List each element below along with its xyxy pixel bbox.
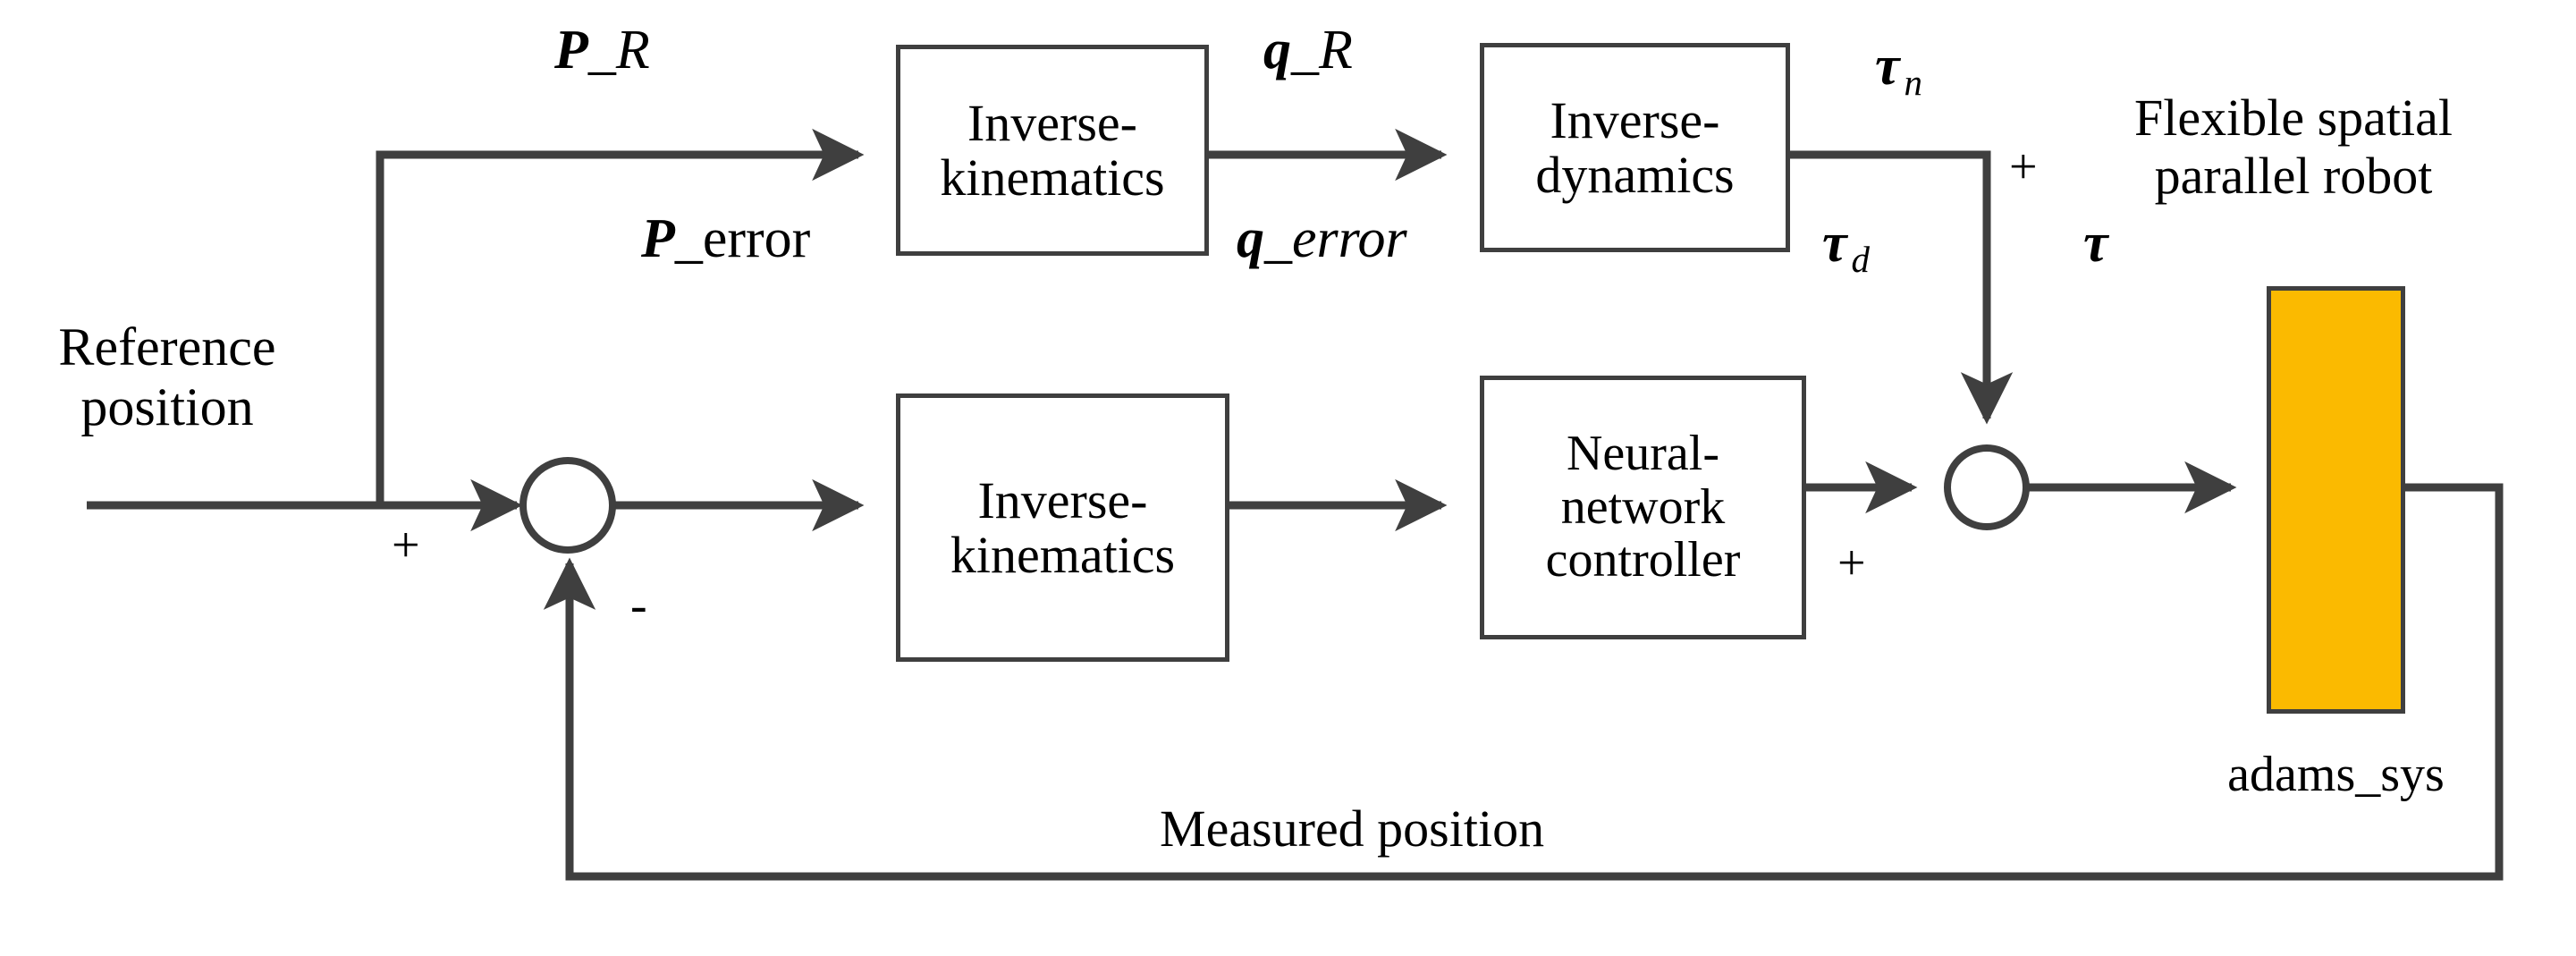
block-label-line1: Neural- [1566, 426, 1719, 482]
signal-symbol: τ [2083, 213, 2108, 274]
signal-symbol: τ [1875, 36, 1900, 97]
block-inverse-kinematics-top[interactable]: Inverse- kinematics [896, 45, 1209, 256]
summing-junction-right [1944, 444, 2030, 530]
signal-symbol: q [1237, 208, 1264, 269]
sign-left-sum-plus: + [392, 518, 420, 573]
wire-inverse-dynamics-to-sum-right [1790, 150, 2014, 425]
block-inverse-kinematics-bottom[interactable]: Inverse- kinematics [896, 393, 1229, 662]
block-label-line2: dynamics [1535, 146, 1735, 204]
sign-left-sum-minus: - [630, 578, 647, 633]
block-label-line3: controller [1545, 532, 1741, 588]
signal-suffix: _error [1264, 208, 1407, 269]
signal-label-q-r: q_R [1263, 20, 1353, 81]
plant-caption-adams-sys: adams_sys [2227, 747, 2445, 802]
signal-symbol: q [1263, 20, 1291, 80]
signal-suffix: _R [1291, 20, 1353, 80]
wire-reference-branch-to-ik-top [376, 128, 865, 505]
signal-subscript: n [1904, 63, 1922, 104]
block-label-line1: Inverse- [1550, 90, 1720, 149]
block-label-line2: network [1560, 478, 1726, 535]
summing-junction-left [519, 457, 616, 554]
signal-label-q-error: q_error [1237, 208, 1407, 270]
signal-subscript: d [1851, 240, 1870, 281]
input-label-line2: position [80, 377, 254, 437]
sign-right-sum-left-plus: + [1837, 536, 1866, 591]
signal-label-p-error: P_error [641, 208, 810, 270]
signal-suffix: _error [674, 208, 811, 269]
plant-title-line1: Flexible spatial [2134, 89, 2453, 147]
block-label-line2: kinematics [950, 526, 1176, 584]
feedback-label-measured-position: Measured position [1160, 799, 1545, 858]
signal-symbol: τ [1822, 213, 1847, 274]
signal-symbol: P [641, 208, 675, 269]
block-label-line2: kinematics [940, 148, 1165, 207]
input-label-reference-position: Reference position [20, 317, 315, 437]
block-inverse-dynamics[interactable]: Inverse- dynamics [1480, 43, 1790, 252]
sign-right-sum-top-plus: + [2009, 140, 2038, 195]
signal-symbol: P [554, 20, 588, 80]
plant-title-line2: parallel robot [2154, 146, 2433, 205]
block-neural-network-controller[interactable]: Neural- network controller [1480, 376, 1806, 639]
block-label-line1: Inverse- [977, 470, 1148, 529]
signal-suffix: _R [587, 20, 650, 80]
input-label-line1: Reference [58, 317, 276, 376]
plant-title: Flexible spatial parallel robot [2016, 89, 2571, 206]
block-label-line1: Inverse- [967, 93, 1137, 152]
plant-adams-sys-block[interactable] [2267, 286, 2405, 714]
wire-feedback-loop [543, 483, 2504, 881]
signal-label-p-r: P_R [554, 20, 650, 81]
signal-label-tau: τ [2083, 213, 2108, 275]
